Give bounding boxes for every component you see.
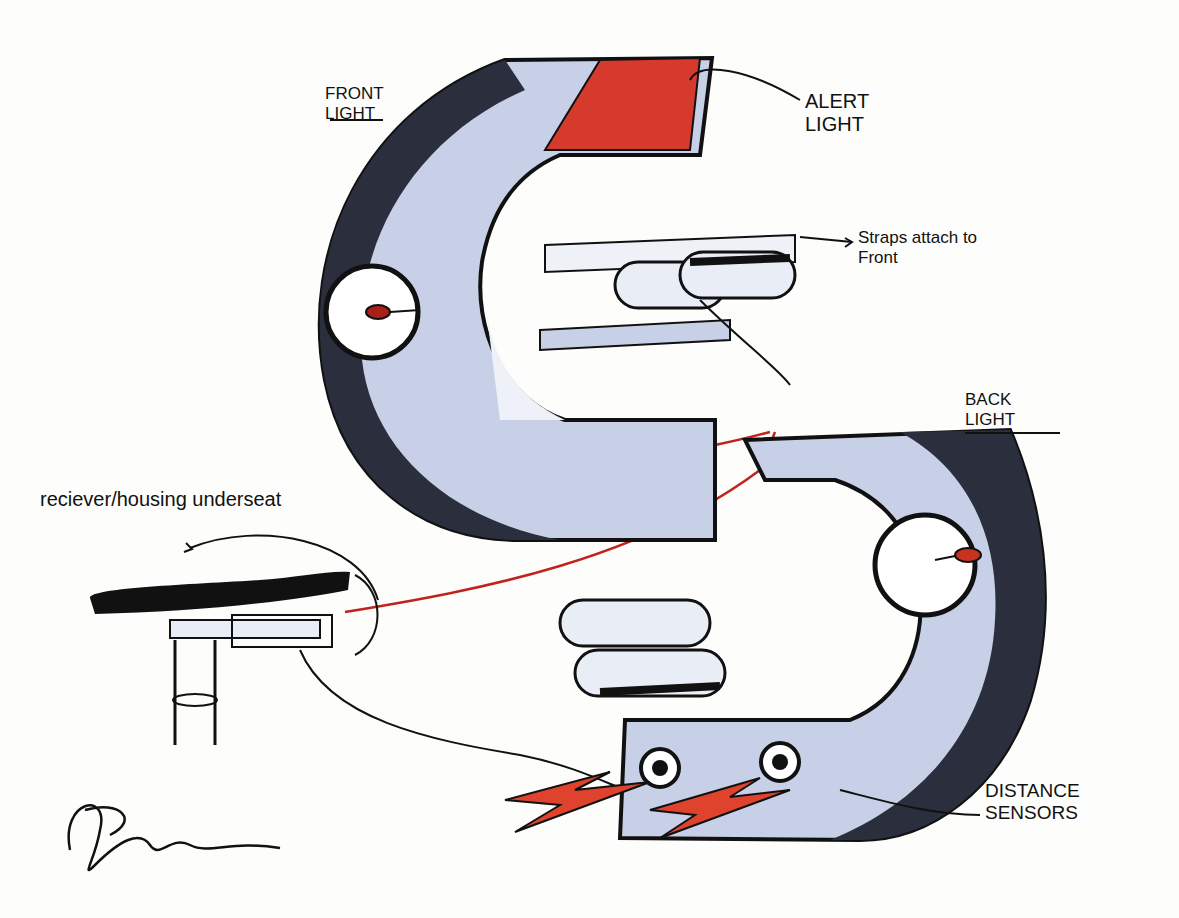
seat-receiver: [90, 572, 378, 745]
back-light: [505, 430, 1045, 840]
part-label: BACK LIGHT: [965, 390, 1065, 429]
leader-lines: [184, 70, 1060, 815]
note-label: Straps attach to Front: [858, 228, 1008, 267]
signature: [69, 805, 280, 870]
callout-label: DISTANCE SENSORS: [985, 780, 1135, 824]
front-light: [320, 58, 795, 540]
part-label: FRONT LIGHT: [325, 84, 405, 123]
callout-label: ALERT LIGHT: [805, 90, 925, 136]
note-label: reciever/housing underseat: [40, 488, 300, 511]
